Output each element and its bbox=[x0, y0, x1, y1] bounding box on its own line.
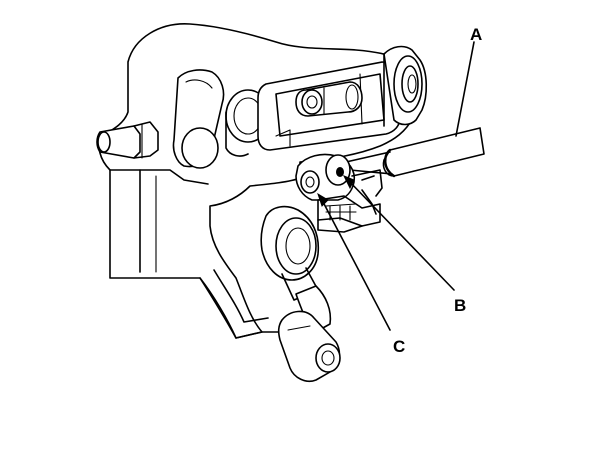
mounting-stud bbox=[96, 121, 159, 159]
callout-label-c: C bbox=[393, 337, 405, 356]
leader-line-c bbox=[321, 199, 391, 331]
latch-lever bbox=[295, 153, 383, 233]
callout-label-b: B bbox=[454, 296, 466, 315]
leader-arrow-b bbox=[342, 175, 355, 190]
lower-link bbox=[260, 205, 341, 383]
leader-line-a bbox=[455, 41, 475, 137]
callout-label-a: A bbox=[470, 25, 482, 44]
leader-lines bbox=[317, 41, 475, 331]
tool-rod bbox=[345, 127, 485, 178]
leader-arrow-c bbox=[317, 192, 329, 207]
end-cap bbox=[383, 45, 428, 127]
leader-line-b bbox=[347, 179, 455, 291]
